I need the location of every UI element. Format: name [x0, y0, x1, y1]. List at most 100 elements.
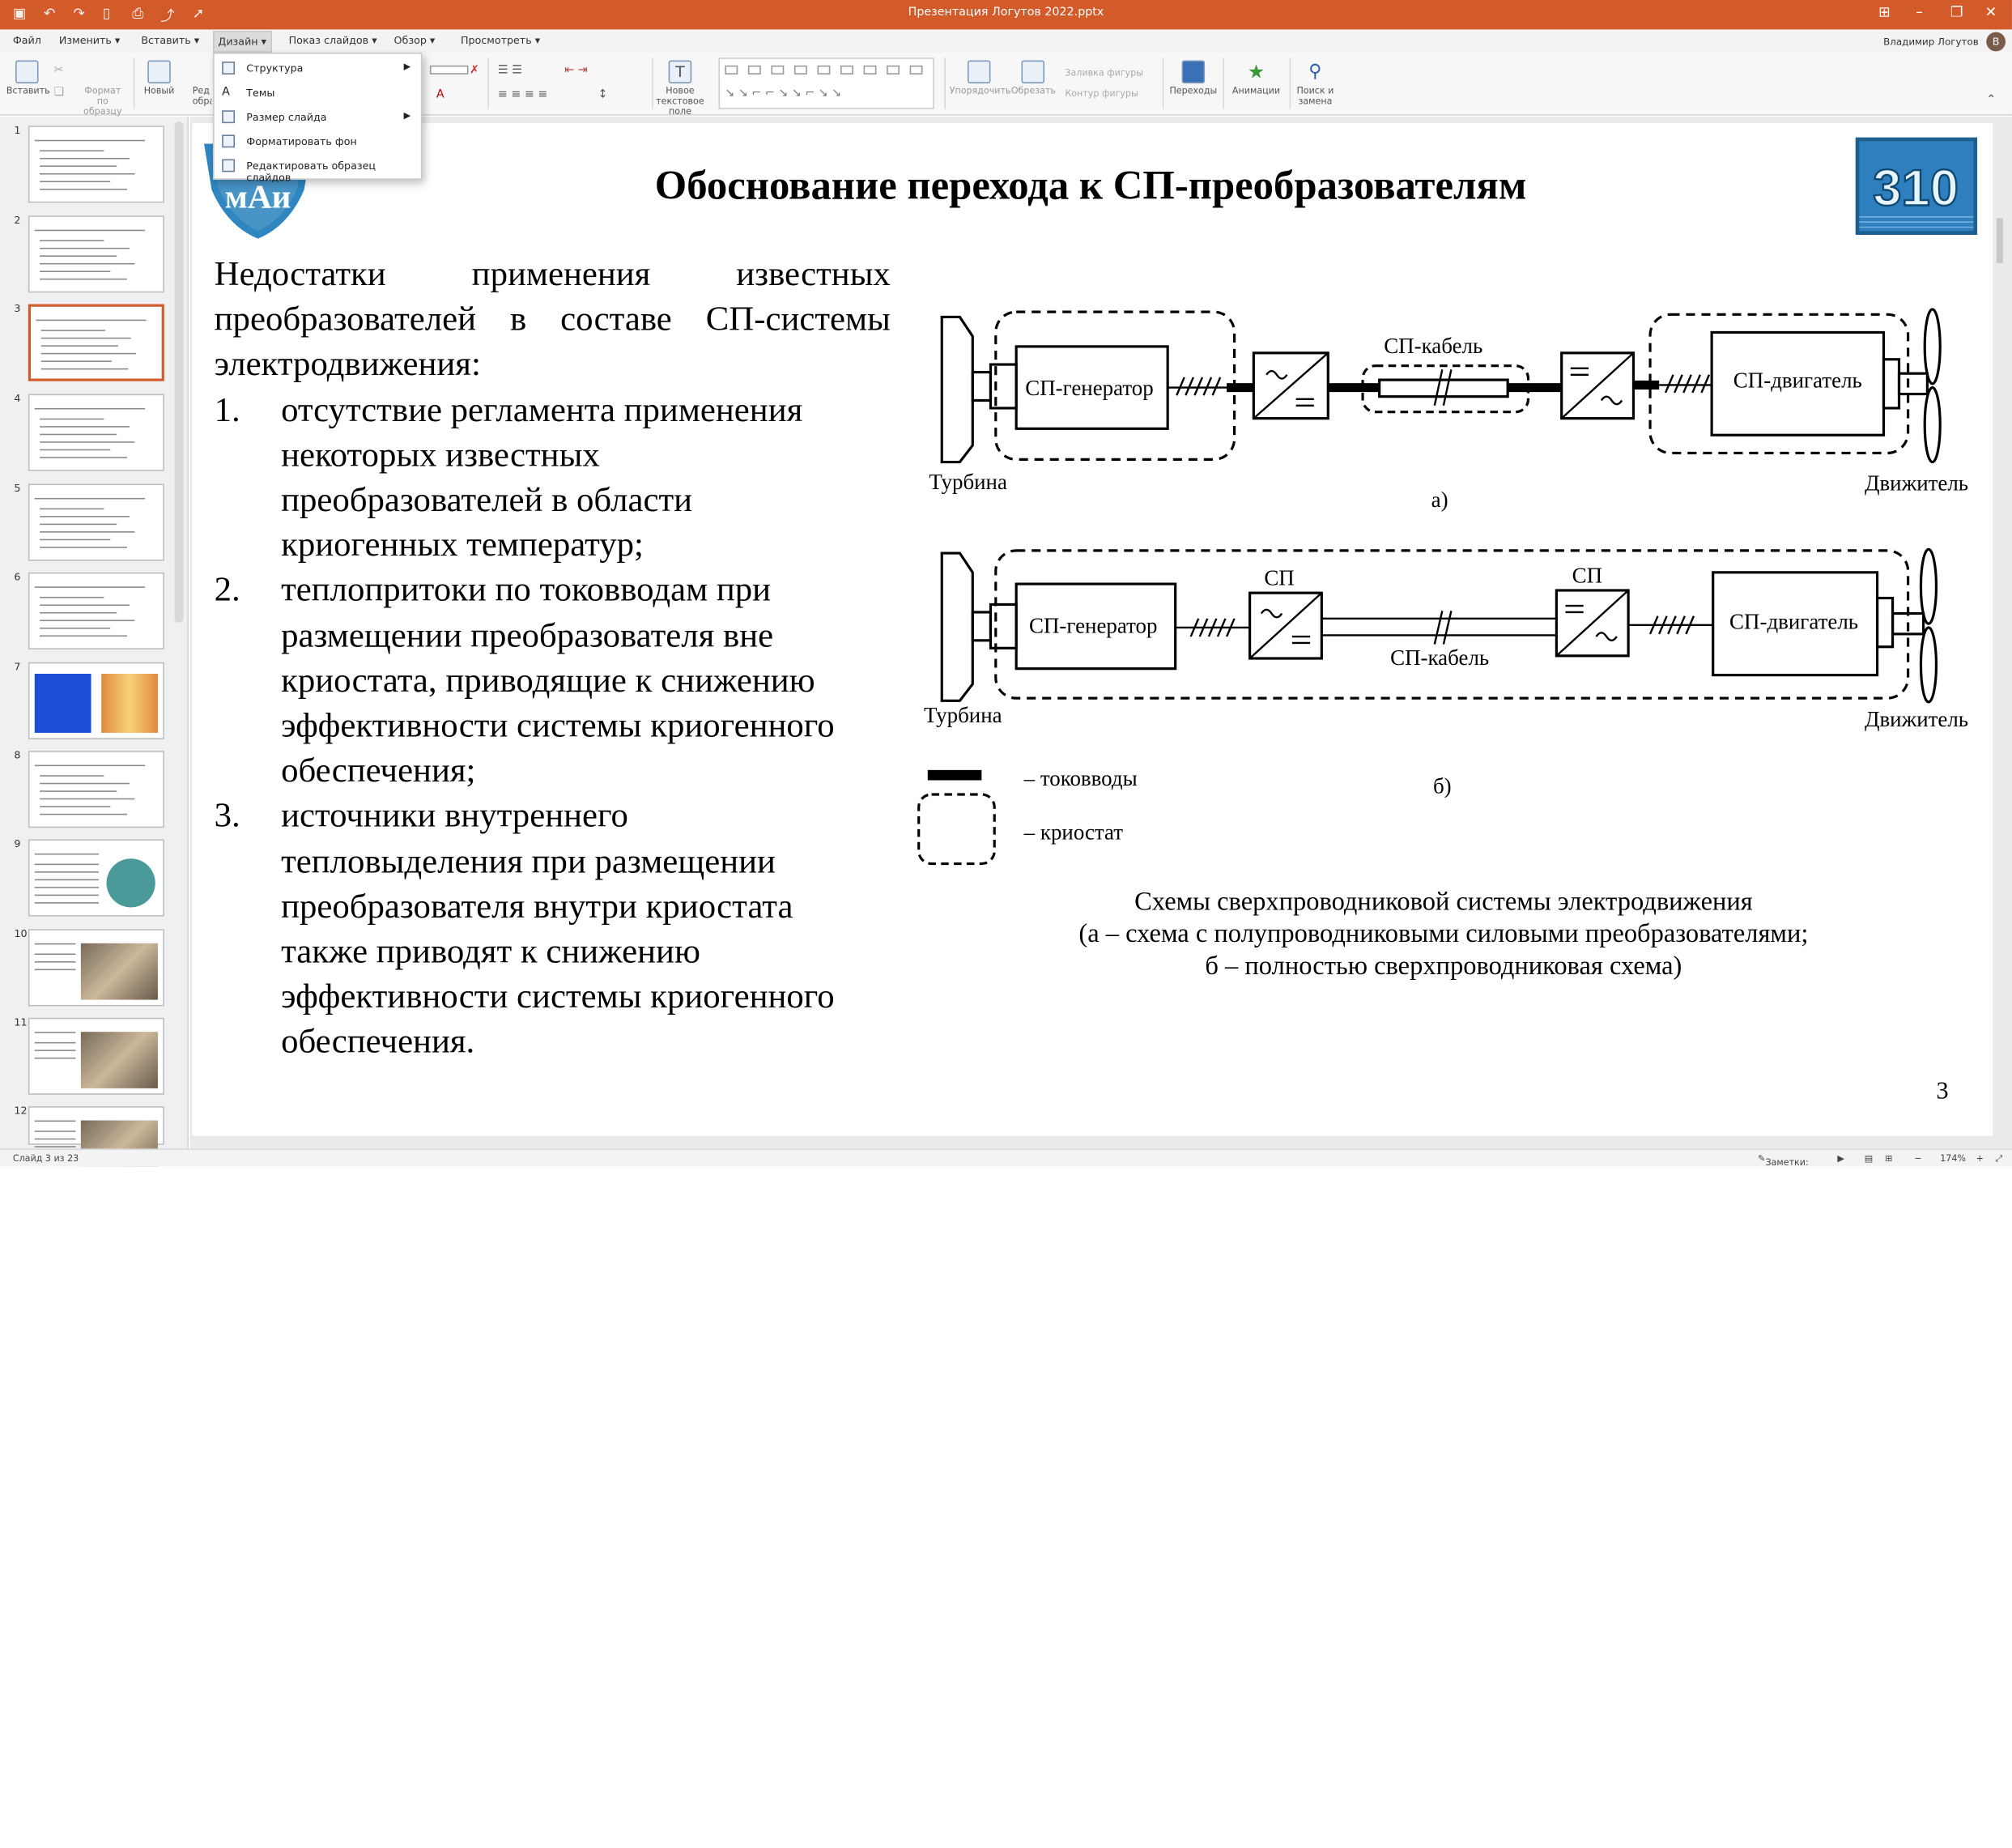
print-icon[interactable]: ⎙ — [132, 5, 144, 22]
propeller-label-b: Движитель — [1865, 707, 1968, 731]
motor-label-b: СП-двигатель — [1729, 610, 1858, 634]
layout-icon[interactable]: ⊞ — [1878, 3, 1891, 21]
slide-thumbnail[interactable] — [28, 483, 164, 561]
copy-icon[interactable]: ❏ — [53, 86, 65, 100]
restore-icon[interactable]: ❐ — [1950, 3, 1963, 21]
cursor-icon[interactable]: ➚ — [192, 5, 205, 22]
sorter-view-icon[interactable]: ⊞ — [1885, 1153, 1893, 1165]
legend — [917, 769, 996, 866]
zoom-in-icon[interactable]: + — [1976, 1153, 1984, 1165]
slide-body-text[interactable]: Недостатки применения известных преобраз… — [215, 252, 891, 1065]
turbine-label-a: Турбина — [929, 470, 1007, 494]
zoom-out-icon[interactable]: − — [1914, 1153, 1922, 1165]
thumbnail-number: 3 — [14, 303, 21, 315]
slide-counter: Слайд 3 из 23 — [12, 1153, 79, 1165]
menu-review[interactable]: Обзор ▾ — [393, 34, 436, 47]
minimize-icon[interactable]: – — [1916, 3, 1923, 21]
arrange-button[interactable]: Упорядочить — [950, 60, 1011, 96]
zoom-level[interactable]: 174% — [1940, 1153, 1966, 1165]
cut-icon[interactable]: ✂ — [53, 64, 64, 78]
new-slide-button[interactable]: Новый — [138, 60, 180, 96]
page-number: 3 — [1936, 1078, 1949, 1105]
menu-item-edit-master[interactable]: Редактировать образец слайдов — [215, 154, 421, 184]
transitions-button[interactable]: Переходы — [1168, 60, 1219, 96]
cryostat-motor-a — [1648, 313, 1910, 455]
svg-text:мАи: мАи — [225, 178, 291, 215]
new-file-icon[interactable]: ▯ — [102, 5, 111, 22]
cable-label-b: СП-кабель — [1390, 645, 1489, 670]
cable-box-a — [1378, 378, 1509, 398]
slide-thumbnail[interactable] — [28, 572, 164, 649]
canvas-scrollbar[interactable] — [1996, 218, 2003, 263]
turbine-shape — [940, 551, 974, 702]
generator-label-b: СП-генератор — [1029, 613, 1158, 637]
animations-button[interactable]: ★ Анимации — [1231, 60, 1281, 96]
window-title: Презентация Логутов 2022.pptx — [908, 6, 1104, 19]
menu-insert[interactable]: Вставить ▾ — [141, 34, 200, 47]
slide-thumbnail[interactable] — [28, 394, 164, 471]
shapes-gallery[interactable]: ↘ ↘ ⌐ ⌐ ↘ ↘ ⌐ ↘ ↘ — [718, 57, 934, 109]
slide-thumbnail[interactable] — [28, 751, 164, 828]
converter-a2 — [1560, 351, 1636, 420]
share-icon[interactable]: ⤴ — [160, 7, 175, 25]
menu-edit[interactable]: Изменить ▾ — [58, 34, 121, 47]
slide-thumbnail[interactable] — [28, 1017, 164, 1095]
crop-button[interactable]: Обрезать — [1011, 60, 1056, 96]
shape-outline-button[interactable]: Контур фигуры — [1065, 88, 1138, 100]
menu-bar: Файл Изменить ▾ Вставить ▾ Дизайн ▾ Пока… — [0, 29, 2012, 53]
menu-design[interactable]: Дизайн ▾ — [213, 31, 272, 53]
line-spacing-icon[interactable]: ↕ — [598, 88, 608, 102]
thumbnail-scrollbar[interactable] — [174, 121, 184, 623]
slide-thumbnail[interactable] — [28, 126, 164, 203]
font-color-icon[interactable]: A — [436, 88, 445, 102]
save-icon[interactable]: ▣ — [12, 5, 27, 22]
sp-system-diagram[interactable]: СП-генератор СП-кабель СП-двигатель Турб… — [913, 301, 1978, 892]
star-icon: ★ — [1247, 60, 1265, 84]
redo-icon[interactable]: ↷ — [73, 5, 85, 22]
clipboard-icon — [15, 60, 39, 84]
play-icon[interactable]: ▶ — [1837, 1153, 1844, 1165]
bullets-icon[interactable]: ☰ ☰ — [497, 64, 523, 78]
slide-thumbnail[interactable] — [28, 839, 164, 917]
legend-leads-label: – токовводы — [1023, 766, 1138, 790]
indent-icon[interactable]: ⇤ ⇥ — [564, 64, 588, 78]
slide-thumbnail[interactable] — [28, 662, 164, 739]
sp-label-b1: СП — [1264, 566, 1294, 590]
menu-view[interactable]: Просмотреть ▾ — [460, 34, 541, 47]
fit-icon[interactable]: ⤢ — [1995, 1153, 2003, 1165]
slide-thumbnail[interactable] — [28, 304, 164, 381]
arrange-icon — [967, 60, 991, 84]
menu-item-structure[interactable]: Структура▶ — [215, 57, 421, 81]
close-icon[interactable]: ✕ — [1984, 3, 1997, 21]
slide-thumbnail[interactable] — [28, 215, 164, 293]
generator-box-b — [1015, 582, 1177, 671]
clear-format-icon[interactable]: ✗ — [470, 64, 479, 78]
normal-view-icon[interactable]: ▤ — [1864, 1153, 1874, 1165]
shape-fill-button[interactable]: Заливка фигуры — [1065, 67, 1144, 79]
diagram-caption[interactable]: Схемы сверхпроводниковой системы электро… — [1078, 888, 1809, 981]
undo-icon[interactable]: ↶ — [43, 5, 56, 22]
collapse-ribbon-icon[interactable]: ⌃ — [1986, 93, 1997, 107]
menu-item-slide-size[interactable]: Размер слайда▶ — [215, 105, 421, 130]
slide[interactable] — [192, 123, 1993, 1136]
align-icons[interactable]: ≡ ≡ ≡ ≡ — [497, 88, 548, 102]
edit-master-partial[interactable]: Редобра — [192, 86, 212, 107]
notes-toggle[interactable]: ✎ Заметки: 0 — [1758, 1153, 1809, 1167]
edit-master-icon — [222, 159, 236, 172]
menu-item-format-background[interactable]: Форматировать фон — [215, 130, 421, 154]
slide-thumbnail[interactable] — [28, 1106, 164, 1167]
menu-file[interactable]: Файл — [12, 34, 41, 47]
svg-text:310: 310 — [1873, 160, 1959, 217]
menu-slideshow[interactable]: Показ слайдов ▾ — [288, 34, 377, 47]
thumbnail-number: 7 — [14, 661, 21, 673]
converter-b1 — [1248, 591, 1323, 660]
avatar[interactable]: В — [1986, 32, 2006, 52]
slide-title[interactable]: Обоснование перехода к СП-преобразовател… — [654, 161, 1527, 208]
slide-thumbnail[interactable] — [28, 929, 164, 1007]
paste-button[interactable]: Вставить — [6, 60, 50, 96]
